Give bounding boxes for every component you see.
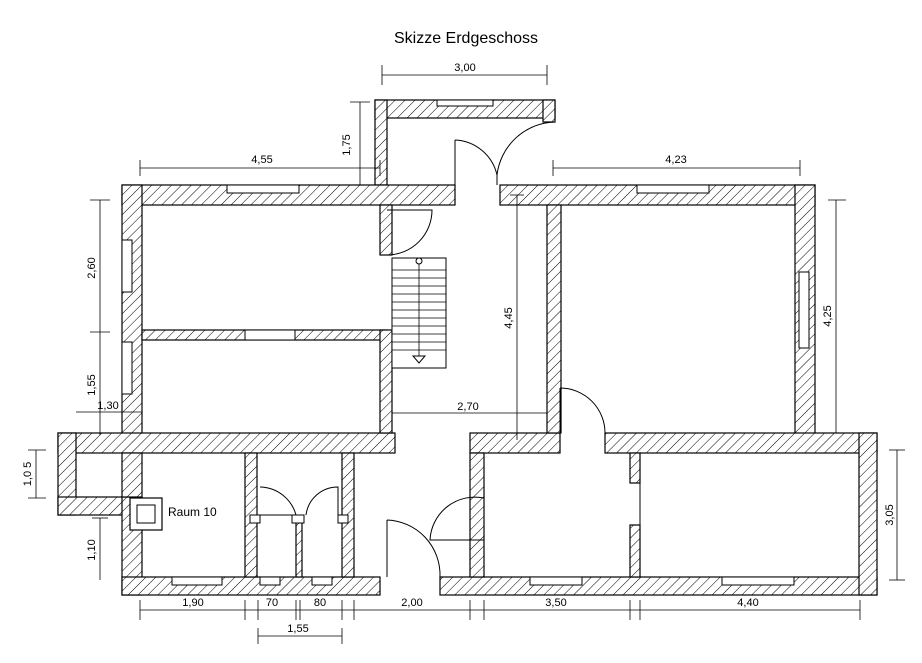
window-top-right [636,184,710,194]
dim-left-room-width: 4,55 [251,154,272,166]
window-bottom-2 [529,576,583,586]
fixtures [75,452,349,531]
window-right [798,271,810,349]
dim-bottom-3: 80 [314,597,326,609]
dim-bottom-5: 3,50 [545,597,566,609]
dim-annex-depth: 1,75 [341,134,353,155]
staircase [391,257,447,369]
window-left-lower [121,341,133,395]
dim-stair-hall-height: 4,45 [503,307,515,328]
window-top-left [226,184,300,194]
doors [259,121,641,578]
dim-left-offset: 1,30 [97,400,118,412]
dim-bottom-6: 4,40 [737,597,758,609]
dimension-labels: 3,00 1,75 4,55 4,23 2,60 1,55 1,30 4,45 … [22,62,896,635]
dim-left-upper-height: 2,60 [86,257,98,278]
windows [121,184,810,586]
dimension-lines [28,65,905,644]
dim-right-room-width: 4,23 [665,154,686,166]
window-bottom-3 [721,576,795,586]
annex-window [436,99,494,107]
inner-walls [121,204,641,578]
dim-raum10-height: 1,10 [86,539,98,560]
room-label-raum-10: Raum 10 [168,505,217,519]
dim-bottom-4: 2,00 [401,597,422,609]
dim-right-bottom-height: 3,05 [884,504,896,525]
dim-left-stub-height: 1,0 5 [22,462,34,486]
dim-hall-width: 2,70 [457,401,478,413]
window-left-upper [121,239,133,293]
dim-right-room-height: 4,25 [822,305,834,326]
plan-title: Skizze Erdgeschoss [393,30,539,47]
annex-walls [374,99,556,186]
window-bottom-1 [171,576,223,586]
dim-annex-width: 3,00 [454,62,475,74]
dim-bottom-sum: 1,55 [287,623,308,635]
dim-bottom-2: 70 [266,597,278,609]
dim-left-lower-height: 1,55 [86,374,98,395]
dim-bottom-1: 1,90 [182,597,203,609]
outer-walls [57,184,878,596]
